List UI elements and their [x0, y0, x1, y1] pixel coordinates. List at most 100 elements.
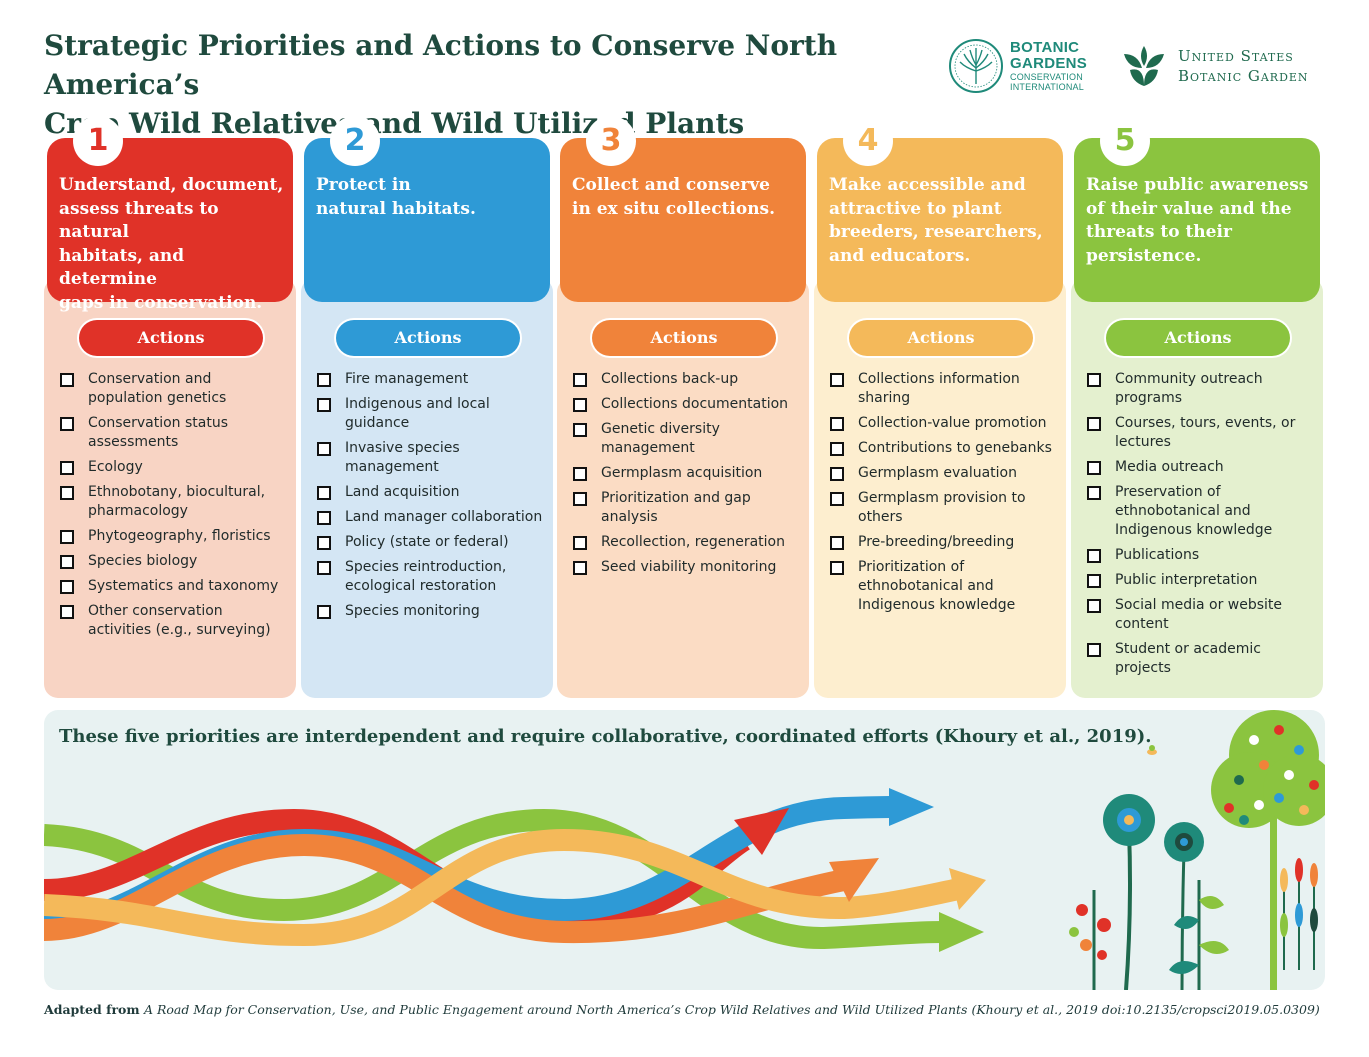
checkbox-icon[interactable] [573, 492, 587, 506]
checkbox-icon[interactable] [830, 561, 844, 575]
action-item[interactable]: Student or academic projects [1087, 640, 1315, 678]
action-item[interactable]: Policy (state or federal) [317, 533, 545, 552]
heading-line: Make accessible and [829, 175, 1026, 195]
action-item[interactable]: Species biology [60, 552, 288, 571]
action-item[interactable]: Recollection, regeneration [573, 533, 801, 552]
checkbox-icon[interactable] [1087, 599, 1101, 613]
checkbox-icon[interactable] [573, 467, 587, 481]
orange-arrowhead [829, 858, 879, 902]
action-item[interactable]: Community outreach programs [1087, 370, 1315, 408]
checkbox-icon[interactable] [573, 423, 587, 437]
priority-number: 1 [73, 116, 123, 166]
checkbox-icon[interactable] [1087, 373, 1101, 387]
action-label: Phytogeography, floristics [88, 528, 271, 544]
heading-line: habitats, and determine [59, 245, 185, 290]
action-item[interactable]: Courses, tours, events, or lectures [1087, 414, 1315, 452]
action-label: Seed viability monitoring [601, 559, 777, 575]
heading-line: Raise public awareness [1086, 175, 1309, 195]
action-item[interactable]: Collections back-up [573, 370, 801, 389]
checkbox-icon[interactable] [1087, 486, 1101, 500]
action-item[interactable]: Collection-value promotion [830, 414, 1058, 433]
green-arrowhead [939, 912, 984, 952]
checkbox-icon[interactable] [317, 536, 331, 550]
checkbox-icon[interactable] [317, 605, 331, 619]
checkbox-icon[interactable] [830, 492, 844, 506]
checkbox-icon[interactable] [317, 398, 331, 412]
checkbox-icon[interactable] [60, 417, 74, 431]
title-line-1: Strategic Priorities and Actions to Cons… [44, 29, 838, 101]
action-item[interactable]: Preservation of ethnobotanical and Indig… [1087, 483, 1315, 540]
checkbox-icon[interactable] [60, 486, 74, 500]
checkbox-icon[interactable] [1087, 549, 1101, 563]
checkbox-icon[interactable] [60, 580, 74, 594]
action-label: Species reintroduction, ecological resto… [345, 559, 507, 594]
checkbox-icon[interactable] [317, 373, 331, 387]
checkbox-icon[interactable] [573, 561, 587, 575]
action-label: Germplasm acquisition [601, 465, 763, 481]
action-item[interactable]: Other conservation activities (e.g., sur… [60, 602, 288, 640]
actions-list: Fire management Indigenous and local gui… [317, 370, 545, 627]
checkbox-icon[interactable] [60, 605, 74, 619]
checkbox-icon[interactable] [60, 555, 74, 569]
action-label: Ethnobotany, biocultural, pharmacology [88, 484, 266, 519]
checkbox-icon[interactable] [830, 536, 844, 550]
action-label: Germplasm provision to others [858, 490, 1026, 525]
action-item[interactable]: Land acquisition [317, 483, 545, 502]
action-item[interactable]: Invasive species management [317, 439, 545, 477]
checkbox-icon[interactable] [317, 486, 331, 500]
checkbox-icon[interactable] [1087, 643, 1101, 657]
action-item[interactable]: Conservation status assessments [60, 414, 288, 452]
action-item[interactable]: Indigenous and local guidance [317, 395, 545, 433]
checkbox-icon[interactable] [830, 467, 844, 481]
action-item[interactable]: Pre-breeding/breeding [830, 533, 1058, 552]
checkbox-icon[interactable] [60, 461, 74, 475]
action-item[interactable]: Germplasm evaluation [830, 464, 1058, 483]
action-item[interactable]: Genetic diversity management [573, 420, 801, 458]
action-label: Student or academic projects [1115, 641, 1261, 676]
heading-line: Understand, document, [59, 175, 284, 195]
checkbox-icon[interactable] [60, 373, 74, 387]
action-item[interactable]: Fire management [317, 370, 545, 389]
action-item[interactable]: Collections information sharing [830, 370, 1058, 408]
checkbox-icon[interactable] [1087, 574, 1101, 588]
action-label: Collections documentation [601, 396, 789, 412]
action-item[interactable]: Media outreach [1087, 458, 1315, 477]
action-item[interactable]: Land manager collaboration [317, 508, 545, 527]
action-item[interactable]: Systematics and taxonomy [60, 577, 288, 596]
bean-plant-icon [1169, 880, 1229, 990]
checkbox-icon[interactable] [317, 442, 331, 456]
checkbox-icon[interactable] [317, 511, 331, 525]
action-item[interactable]: Species reintroduction, ecological resto… [317, 558, 545, 596]
action-item[interactable]: Conservation and population genetics [60, 370, 288, 408]
checkbox-icon[interactable] [317, 561, 331, 575]
checkbox-icon[interactable] [830, 417, 844, 431]
actions-list: Collections information sharing Collecti… [830, 370, 1058, 621]
action-label: Prioritization of ethnobotanical and Ind… [858, 559, 1016, 613]
checkbox-icon[interactable] [830, 442, 844, 456]
action-item[interactable]: Public interpretation [1087, 571, 1315, 590]
checkbox-icon[interactable] [573, 398, 587, 412]
checkbox-icon[interactable] [573, 373, 587, 387]
checkbox-icon[interactable] [1087, 417, 1101, 431]
action-item[interactable]: Species monitoring [317, 602, 545, 621]
actions-label: Actions [79, 320, 263, 356]
action-item[interactable]: Contributions to genebanks [830, 439, 1058, 458]
bgci-line3: CONSERVATION [1010, 72, 1083, 82]
action-item[interactable]: Ecology [60, 458, 288, 477]
checkbox-icon[interactable] [830, 373, 844, 387]
action-item[interactable]: Collections documentation [573, 395, 801, 414]
checkbox-icon[interactable] [60, 530, 74, 544]
action-item[interactable]: Social media or website content [1087, 596, 1315, 634]
action-item[interactable]: Germplasm provision to others [830, 489, 1058, 527]
action-item[interactable]: Seed viability monitoring [573, 558, 801, 577]
action-item[interactable]: Germplasm acquisition [573, 464, 801, 483]
action-label: Community outreach programs [1115, 371, 1263, 406]
checkbox-icon[interactable] [1087, 461, 1101, 475]
action-item[interactable]: Publications [1087, 546, 1315, 565]
action-item[interactable]: Phytogeography, floristics [60, 527, 288, 546]
action-item[interactable]: Prioritization and gap analysis [573, 489, 801, 527]
action-item[interactable]: Ethnobotany, biocultural, pharmacology [60, 483, 288, 521]
action-label: Collection-value promotion [858, 415, 1047, 431]
checkbox-icon[interactable] [573, 536, 587, 550]
action-item[interactable]: Prioritization of ethnobotanical and Ind… [830, 558, 1058, 615]
